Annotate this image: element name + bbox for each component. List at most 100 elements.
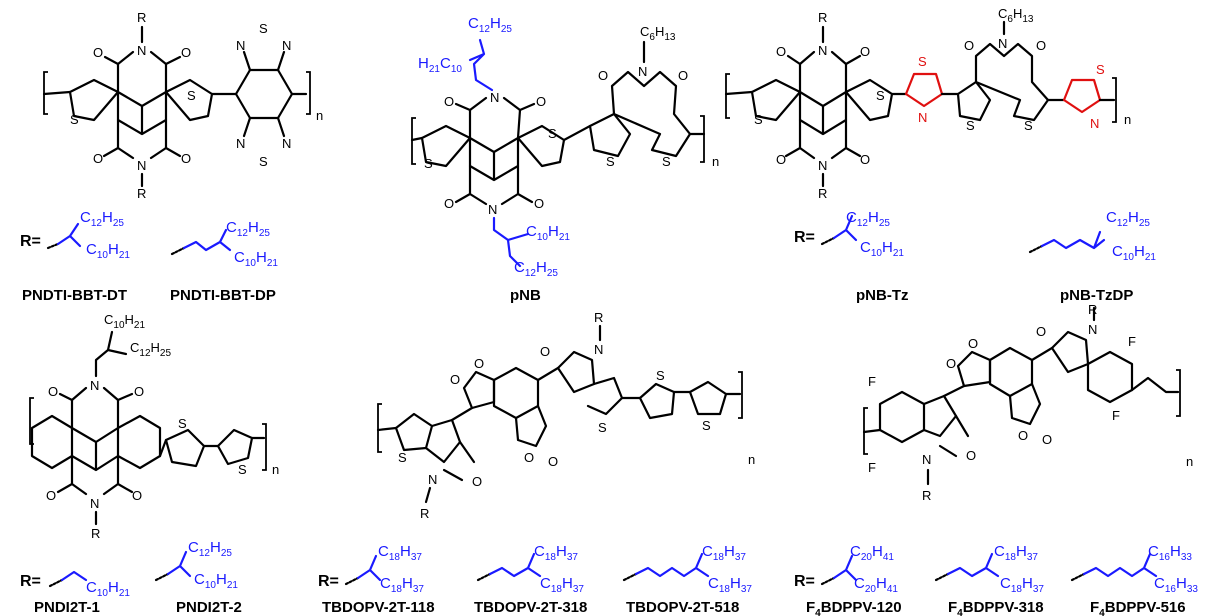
pnb-structure: C12H25 H21C10 N O O O O N C10H21 C12H25 … bbox=[410, 15, 719, 279]
tbdopv-2t-structure: S N R O O O O O O N R S S S n bbox=[376, 310, 755, 521]
r-prefix: R= bbox=[794, 573, 815, 590]
atom-o: O bbox=[450, 372, 460, 387]
atom-f: F bbox=[868, 460, 876, 475]
chain-c10h21: C10H21 bbox=[194, 571, 238, 591]
atom-n: N bbox=[998, 36, 1007, 51]
atom-o: O bbox=[444, 94, 454, 109]
chain-c10h21: C10H21 bbox=[526, 223, 570, 243]
atom-o: O bbox=[444, 196, 454, 211]
atom-n: N bbox=[488, 202, 497, 217]
atom-s: S bbox=[187, 88, 196, 103]
chain-c12h25: C12H25 bbox=[468, 15, 512, 35]
chain-c12h25: C12H25 bbox=[1106, 209, 1150, 229]
atom-n: N bbox=[918, 110, 927, 125]
pnb-tz-side-chains: R= C12H25 C10H21 C12H25 C10H21 bbox=[794, 209, 1156, 263]
atom-n: N bbox=[282, 38, 291, 53]
pndti-side-chains: R= C12H25 C10H21 C12H25 C10H21 bbox=[20, 209, 278, 269]
atom-s: S bbox=[178, 416, 187, 431]
chain-c20h41: C20H41 bbox=[850, 543, 894, 563]
atom-n: N bbox=[282, 136, 291, 151]
label-pndi2t-1: PNDI2T-1 bbox=[34, 599, 100, 616]
chain-c16h33: C16H33 bbox=[1154, 575, 1198, 595]
atom-o: O bbox=[134, 384, 144, 399]
chain-c18h37: C18H37 bbox=[702, 543, 746, 563]
r-prefix: R= bbox=[20, 573, 41, 590]
chain-c18h37: C18H37 bbox=[540, 575, 584, 595]
atom-s: S bbox=[606, 154, 615, 169]
atom-s: S bbox=[656, 368, 665, 383]
atom-s: S bbox=[238, 462, 247, 477]
atom-r: R bbox=[91, 526, 100, 541]
pndi2t-structure: C10H21 C12H25 N O O O O N R S S n bbox=[29, 312, 279, 541]
atom-n: N bbox=[638, 64, 647, 79]
atom-r: R bbox=[137, 186, 146, 201]
label-pndti-bbt-dp: PNDTI-BBT-DP bbox=[170, 287, 276, 304]
atom-o: O bbox=[860, 44, 870, 59]
atom-o: O bbox=[1042, 432, 1052, 447]
atom-n: N bbox=[236, 136, 245, 151]
repeat-n: n bbox=[1186, 454, 1193, 469]
atom-o: O bbox=[1036, 38, 1046, 53]
atom-r: R bbox=[922, 488, 931, 503]
atom-o: O bbox=[474, 356, 484, 371]
atom-r: R bbox=[420, 506, 429, 521]
atom-r: R bbox=[594, 310, 603, 325]
tbdopv-side-chains: R= C18H37 C18H37 C18H37 C18H37 C18H37 C1… bbox=[318, 543, 752, 595]
atom-f: F bbox=[1128, 334, 1136, 349]
atom-s: S bbox=[259, 154, 268, 169]
repeat-n: n bbox=[272, 462, 279, 477]
atom-s: S bbox=[259, 21, 268, 36]
atom-o: O bbox=[524, 450, 534, 465]
atom-o: O bbox=[132, 488, 142, 503]
atom-n: N bbox=[90, 496, 99, 511]
atom-s: S bbox=[1096, 62, 1105, 77]
atom-s: S bbox=[424, 156, 433, 171]
atom-o: O bbox=[966, 448, 976, 463]
chain-c18h37: C18H37 bbox=[994, 543, 1038, 563]
label-tbdopv-2t-518: TBDOPV-2T-518 bbox=[626, 599, 739, 616]
atom-o: O bbox=[93, 45, 103, 60]
atom-s: S bbox=[966, 118, 975, 133]
label-f4bdppv-516: F4BDPPV-516 bbox=[1090, 599, 1186, 616]
label-f4bdppv-318: F4BDPPV-318 bbox=[948, 599, 1044, 616]
atom-s: S bbox=[702, 418, 711, 433]
label-pnb: pNB bbox=[510, 287, 541, 304]
label-pndti-bbt-dt: PNDTI-BBT-DT bbox=[22, 287, 127, 304]
atom-s: S bbox=[548, 126, 557, 141]
chain-c10h21: C10H21 bbox=[1112, 243, 1156, 263]
r-prefix: R= bbox=[20, 233, 41, 250]
chain-c18h37: C18H37 bbox=[534, 543, 578, 563]
chain-c10h21: C10H21 bbox=[86, 241, 130, 261]
chain-c6h13: C6H13 bbox=[640, 24, 676, 43]
chain-c10h21: C10H21 bbox=[234, 249, 278, 269]
atom-o: O bbox=[181, 151, 191, 166]
f4bdppv-side-chains: R= C20H41 C20H41 C18H37 C18H37 C16H33 C1… bbox=[794, 543, 1198, 595]
chain-c10h21: C10H21 bbox=[104, 312, 145, 331]
atom-o: O bbox=[860, 152, 870, 167]
pndi2t-side-chains: R= C10H21 C12H25 C10H21 bbox=[20, 539, 238, 599]
label-pndi2t-2: PNDI2T-2 bbox=[176, 599, 242, 616]
atom-n: N bbox=[137, 158, 146, 173]
atom-r: R bbox=[818, 10, 827, 25]
chain-c18h37: C18H37 bbox=[708, 575, 752, 595]
chain-c10h21: C10H21 bbox=[860, 239, 904, 259]
atom-n: N bbox=[236, 38, 245, 53]
atom-o: O bbox=[1018, 428, 1028, 443]
atom-o: O bbox=[536, 94, 546, 109]
chain-c12h25: C12H25 bbox=[514, 259, 558, 279]
atom-o: O bbox=[540, 344, 550, 359]
atom-o: O bbox=[776, 44, 786, 59]
label-tbdopv-2t-318: TBDOPV-2T-318 bbox=[474, 599, 587, 616]
atom-s: S bbox=[876, 88, 885, 103]
atom-o: O bbox=[181, 45, 191, 60]
atom-n: N bbox=[90, 378, 99, 393]
atom-o: O bbox=[548, 454, 558, 469]
chain-c12h25: C12H25 bbox=[846, 209, 890, 229]
atom-s: S bbox=[918, 54, 927, 69]
chain-c6h13: C6H13 bbox=[998, 6, 1034, 25]
atom-o: O bbox=[678, 68, 688, 83]
repeat-n: n bbox=[712, 154, 719, 169]
pnb-tz-structure: R N O O O O N R S S S N O O N C6H13 S S bbox=[724, 6, 1131, 201]
atom-o: O bbox=[946, 356, 956, 371]
f4bdppv-structure: F F N R O O O O O O N R F F n bbox=[862, 302, 1193, 503]
